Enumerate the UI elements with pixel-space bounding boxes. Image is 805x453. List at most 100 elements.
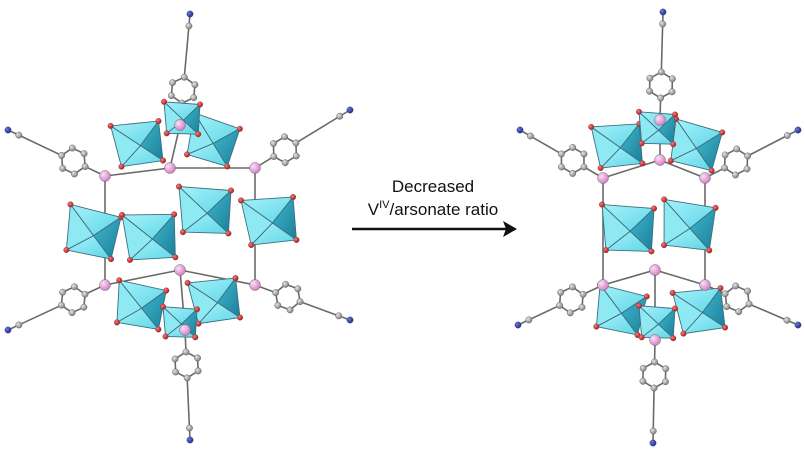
nitrogen-atom [514,321,522,329]
arrowhead-icon [503,221,517,237]
carbon-atom [556,302,563,309]
arrow-label-suffix: /arsonate ratio [390,200,499,219]
carbon-atom [281,133,288,141]
nitrogen-atom [4,326,12,334]
arsenic-atom [649,334,661,346]
nitrogen-atom [794,321,802,329]
vo5-polyhedron [240,199,273,246]
carbon-atom [58,301,65,309]
carbon-atom [569,283,576,291]
bond [602,269,656,286]
arrow-label-line1: Decreased [392,177,474,196]
carbon-atom [186,424,193,432]
oxygen-atom [602,247,609,254]
bond [659,159,706,179]
carbon-atom [194,354,201,362]
vo5-polyhedron [663,198,691,246]
arrow-label-v: V [368,200,380,219]
carbon-atom [59,288,67,296]
oxygen-atom [248,241,255,248]
oxygen-atom [179,229,186,236]
arsenic-atom [649,264,661,276]
bond [299,300,340,317]
carbon-atom [335,312,343,320]
oxygen-atom [155,118,162,125]
nitrogen-atom [659,8,667,16]
arsenic-atom [249,279,261,291]
oxygen-atom [193,306,200,313]
carbon-atom [270,140,277,147]
vo5-polyhedron [672,292,703,335]
nitrogen-atom [346,106,354,114]
oxygen-atom [195,131,202,138]
nitrogen-atom [516,126,524,134]
vo5-polyhedron [187,282,218,325]
carbon-atom [662,378,669,386]
vo5-polyhedron [162,306,182,337]
carbon-atom [783,316,791,324]
carbon-atom [646,74,654,82]
oxygen-atom [719,129,726,136]
oxygen-atom [160,157,167,164]
oxygen-atom [172,254,179,261]
carbon-atom [657,94,665,102]
oxygen-atom [706,247,713,254]
oxygen-atom [224,163,231,170]
carbon-atom [639,364,647,372]
oxygen-atom [593,323,600,330]
oxygen-atom [159,303,166,310]
oxygen-atom [192,334,199,341]
oxygen-atom [636,302,643,309]
carbon-atom [659,20,667,28]
left-cluster [4,10,354,444]
carbon-atom [169,79,176,87]
carbon-atom [81,290,89,298]
oxygen-atom [597,165,604,172]
carbon-atom [294,285,302,293]
arsenic-atom [174,119,186,131]
vo5-polyhedron [116,279,142,323]
carbon-atom [172,368,180,376]
oxygen-atom [116,277,123,284]
carbon-atom [783,132,791,139]
bond [652,387,655,432]
bond [104,167,171,177]
arsenic-atom [597,279,609,291]
bond [18,304,62,326]
carbon-atom [721,164,728,172]
bond [602,159,661,179]
bond [748,303,788,321]
oxygen-atom [722,324,729,331]
arsenic-atom [164,162,176,174]
nitrogen-atom [4,126,12,134]
oxygen-atom [184,151,191,158]
oxygen-atom [113,319,120,326]
oxygen-atom [290,194,297,201]
carbon-atom [579,290,587,298]
carbon-atom [721,290,729,298]
carbon-atom [71,170,78,178]
oxygen-atom [293,236,300,243]
carbon-atom [569,170,577,177]
carbon-atom [723,303,731,311]
carbon-atom [580,150,588,158]
bond [654,269,706,286]
oxygen-atom [107,122,114,129]
carbon-atom [651,358,658,366]
carbon-atom [15,131,23,139]
carbon-atom [274,302,282,309]
carbon-atom [650,384,658,392]
oxygen-atom [163,130,170,137]
bond [660,23,664,73]
oxygen-atom [237,197,244,204]
carbon-atom [735,308,743,316]
arsenic-atom [597,172,609,184]
bond [295,115,341,144]
arsenic-atom [699,279,711,291]
oxygen-atom [118,163,125,170]
oxygen-atom [184,279,191,286]
carbon-atom [732,171,739,179]
oxygen-atom [175,183,182,190]
arsenic-atom [99,170,111,182]
vo5-polyhedron [178,186,208,233]
